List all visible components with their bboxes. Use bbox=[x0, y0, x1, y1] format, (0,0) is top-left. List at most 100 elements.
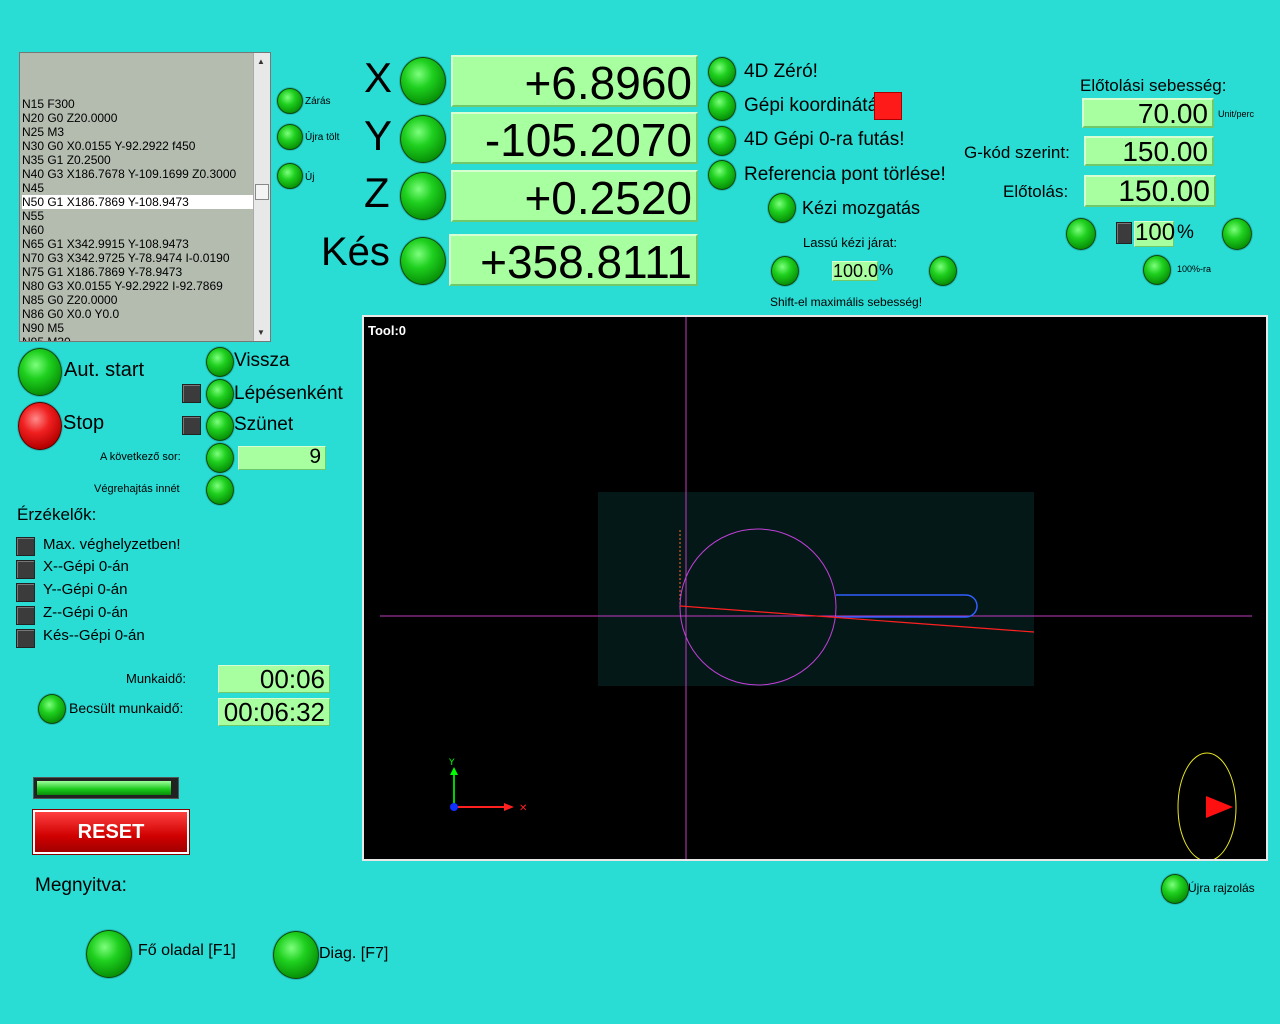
slow-jog-plus-button[interactable] bbox=[929, 256, 957, 286]
run-from-here-button[interactable] bbox=[206, 475, 234, 505]
reset-button[interactable]: RESET bbox=[33, 810, 189, 854]
auto-start-button[interactable] bbox=[18, 348, 62, 396]
shift-hint: Shift-el maximális sebesség! bbox=[770, 295, 923, 309]
gizmo-y-arrow-icon bbox=[450, 767, 458, 775]
gizmo-origin bbox=[450, 803, 458, 811]
back-button[interactable] bbox=[206, 347, 234, 377]
gcode-line[interactable]: N86 G0 X0.0 Y0.0 bbox=[22, 307, 120, 321]
gcode-line[interactable]: N90 M5 bbox=[22, 321, 65, 335]
diag-page-button[interactable] bbox=[273, 931, 319, 979]
gcode-scrollbar[interactable]: ▲ ▼ bbox=[253, 53, 270, 341]
axis-y-value: -105.2070 bbox=[451, 112, 698, 166]
manual-jog-button[interactable] bbox=[768, 193, 796, 223]
progress-bar bbox=[33, 777, 179, 799]
scroll-up-icon[interactable]: ▲ bbox=[257, 57, 265, 66]
axis-z-value: +0.2520 bbox=[451, 170, 698, 224]
feed-override-indicator bbox=[1116, 222, 1132, 244]
stop-button[interactable] bbox=[18, 402, 62, 450]
gcode-line[interactable]: N35 G1 Z0.2500 bbox=[22, 153, 111, 167]
gcode-line[interactable]: N45 bbox=[22, 181, 45, 195]
work-time-value: 00:06 bbox=[218, 665, 330, 693]
axis-y-label: Y bbox=[364, 112, 393, 159]
sensor-label: X--Gépi 0-án bbox=[43, 558, 129, 575]
opened-file-label: Megnyitva: bbox=[35, 875, 127, 896]
reload-file-button[interactable] bbox=[277, 124, 303, 150]
feed-rate-value[interactable]: 70.00 bbox=[1082, 98, 1214, 128]
pause-indicator bbox=[182, 416, 201, 435]
axis-x-zero-button[interactable] bbox=[400, 57, 446, 105]
home-4d-label: 4D Gépi 0-ra futás! bbox=[744, 129, 905, 150]
slow-jog-minus-button[interactable] bbox=[771, 256, 799, 286]
feed-override-minus-button[interactable] bbox=[1066, 218, 1096, 250]
gcode-feed-label: G-kód szerint: bbox=[964, 143, 1070, 162]
axis-z-zero-button[interactable] bbox=[400, 172, 446, 220]
gcode-line[interactable]: N15 F300 bbox=[22, 97, 75, 111]
step-button[interactable] bbox=[206, 379, 234, 409]
gcode-line[interactable]: N40 G3 X186.7678 Y-109.1699 Z0.3000 bbox=[22, 167, 237, 181]
feed-override-value[interactable]: 100 bbox=[1134, 219, 1176, 247]
next-line-button[interactable] bbox=[206, 443, 234, 473]
home-4d-button[interactable] bbox=[708, 126, 736, 156]
sensor-indicator bbox=[16, 606, 35, 625]
feed-label: Előtolás: bbox=[1003, 182, 1069, 201]
gcode-line[interactable]: N60 bbox=[22, 223, 45, 237]
feed-value: 150.00 bbox=[1084, 175, 1216, 207]
gcode-line[interactable]: N95 M30 bbox=[22, 335, 71, 342]
new-file-label: Új bbox=[305, 172, 315, 183]
next-line-label: A következő sor: bbox=[100, 451, 181, 463]
main-page-button[interactable] bbox=[86, 930, 132, 978]
slow-jog-unit: % bbox=[879, 262, 894, 279]
sensor-label: Y--Gépi 0-án bbox=[43, 581, 128, 598]
axis-x-label: X bbox=[364, 54, 393, 101]
slow-jog-label: Lassú kézi járat: bbox=[803, 235, 897, 250]
gcode-line[interactable]: N25 M3 bbox=[22, 125, 65, 139]
step-indicator bbox=[182, 384, 201, 403]
feed-reset-100-button[interactable] bbox=[1143, 255, 1171, 285]
close-file-label: Zárás bbox=[305, 96, 331, 107]
toolpath-canvas: Y ✕ bbox=[380, 317, 1252, 859]
gcode-feed-value: 150.00 bbox=[1084, 136, 1214, 166]
rotary-arrow-icon bbox=[1206, 796, 1233, 818]
machine-coords-label: Gépi koordináták bbox=[744, 95, 888, 116]
scroll-down-icon[interactable]: ▼ bbox=[257, 328, 265, 337]
scroll-thumb[interactable] bbox=[255, 184, 269, 200]
zero-4d-button[interactable] bbox=[708, 57, 736, 87]
slow-jog-value[interactable]: 100.0 bbox=[832, 261, 879, 281]
pause-label: Szünet bbox=[234, 414, 294, 435]
gcode-line[interactable]: N85 G0 Z20.0000 bbox=[22, 293, 118, 307]
next-line-value[interactable]: 9 bbox=[238, 446, 326, 470]
gcode-line[interactable]: N20 G0 Z20.0000 bbox=[22, 111, 118, 125]
machine-coords-button[interactable] bbox=[708, 91, 736, 121]
gcode-line[interactable]: N80 G3 X0.0155 Y-92.2922 I-92.7869 bbox=[22, 279, 223, 293]
progress-fill bbox=[37, 781, 171, 795]
step-label: Lépésenként bbox=[234, 383, 343, 404]
gizmo-y-letter: Y bbox=[448, 758, 455, 768]
sensor-label: Max. véghelyzetben! bbox=[43, 536, 181, 553]
gcode-line[interactable]: N30 G0 X0.0155 Y-92.2922 f450 bbox=[22, 139, 196, 153]
axis-y-zero-button[interactable] bbox=[400, 115, 446, 163]
axis-knife-label: Kés bbox=[321, 230, 390, 274]
gcode-line[interactable]: N50 G1 X186.7869 Y-108.9473 bbox=[22, 195, 254, 209]
stop-label: Stop bbox=[63, 412, 105, 434]
gcode-line[interactable]: N70 G3 X342.9725 Y-78.9474 I-0.0190 bbox=[22, 251, 230, 265]
feed-override-plus-button[interactable] bbox=[1222, 218, 1252, 250]
toolpath-viewport[interactable]: Tool:0 Y ✕ bbox=[362, 315, 1268, 861]
pause-button[interactable] bbox=[206, 411, 234, 441]
redraw-button[interactable] bbox=[1161, 874, 1189, 904]
close-file-button[interactable] bbox=[277, 88, 303, 114]
feed-rate-unit: Unit/perc bbox=[1218, 109, 1255, 119]
toolpath-circle bbox=[679, 528, 837, 686]
axis-knife-zero-button[interactable] bbox=[400, 237, 446, 285]
estimate-time-button[interactable] bbox=[38, 694, 66, 724]
ref-clear-button[interactable] bbox=[708, 160, 736, 190]
gcode-line[interactable]: N75 G1 X186.7869 Y-78.9473 bbox=[22, 265, 183, 279]
main-page-label: Fő oladal [F1] bbox=[138, 942, 236, 959]
gcode-line[interactable]: N55 bbox=[22, 209, 45, 223]
auto-start-label: Aut. start bbox=[64, 359, 145, 381]
gcode-line[interactable]: N65 G1 X342.9915 Y-108.9473 bbox=[22, 237, 189, 251]
sensor-label: Z--Gépi 0-án bbox=[43, 604, 129, 621]
new-file-button[interactable] bbox=[277, 163, 303, 189]
axis-knife-value: +358.8111 bbox=[449, 234, 698, 288]
